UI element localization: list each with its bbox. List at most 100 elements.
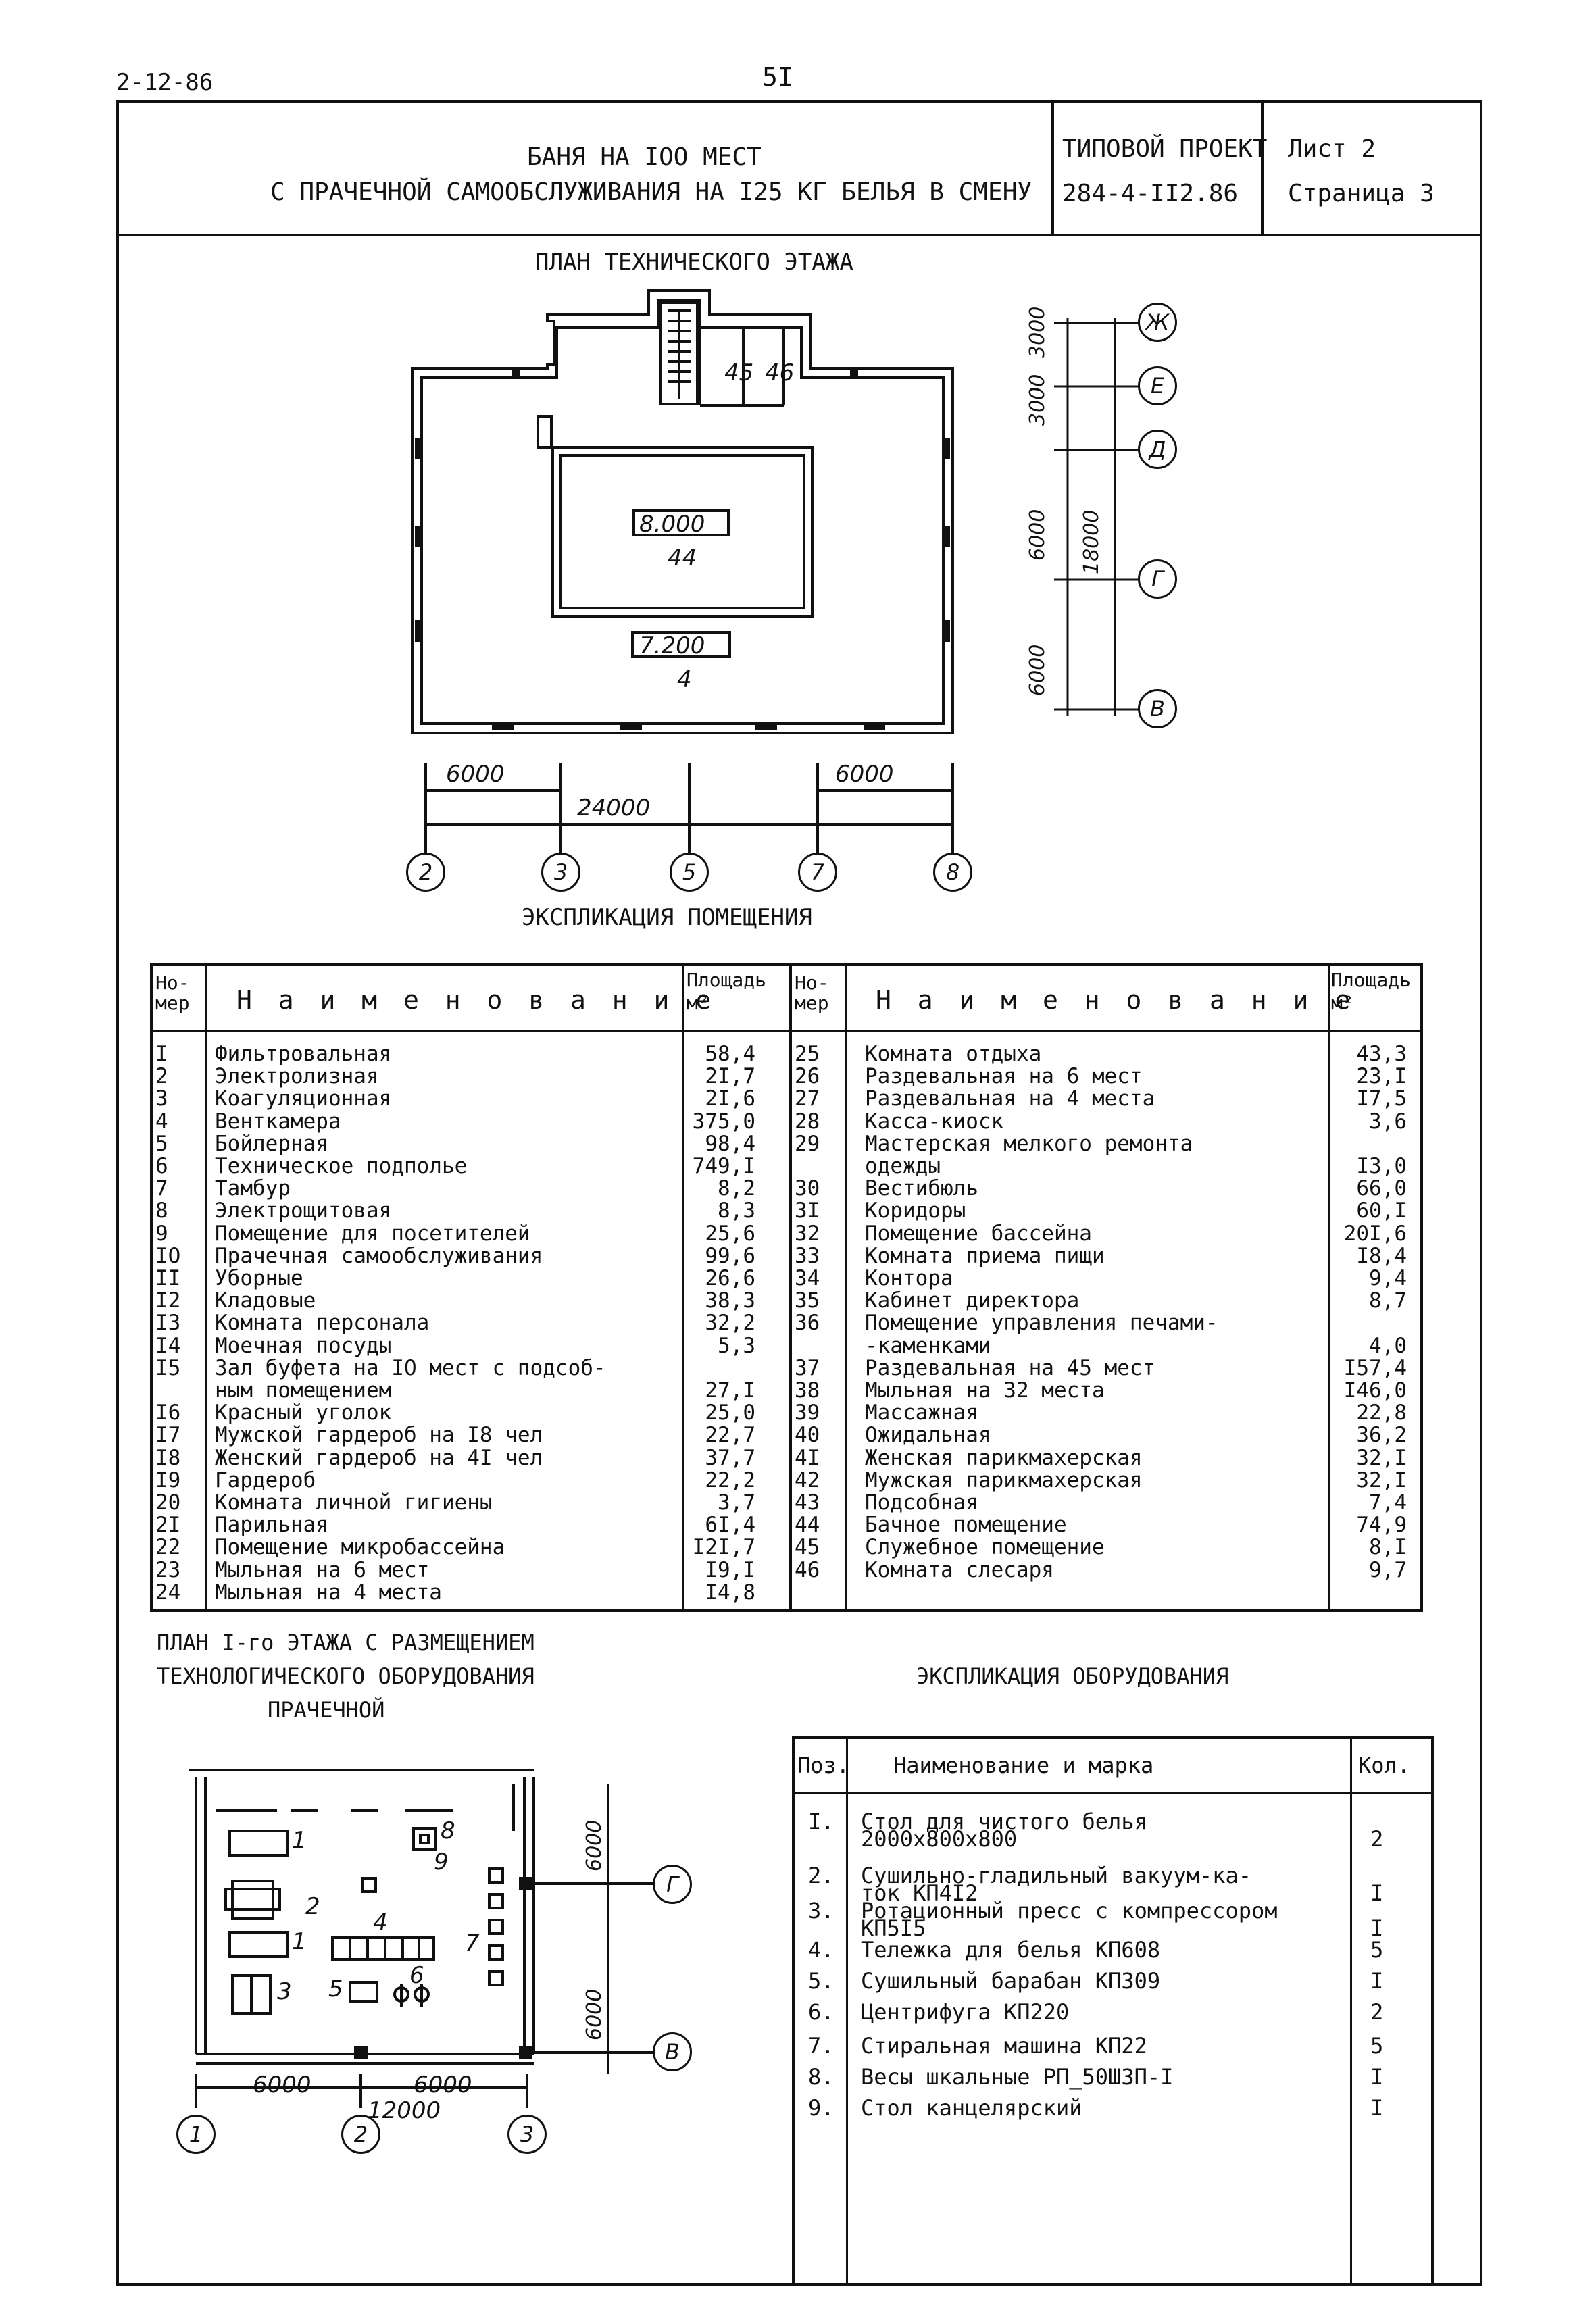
equip-mark-2: 2	[305, 1893, 320, 1920]
stamp-title-line2: С ПРАЧЕЧНОЙ САМООБСЛУЖИВАНИЯ НА I25 КГ Б…	[270, 178, 1032, 206]
room-name: Касса-киоск	[865, 1109, 1004, 1134]
room-number: 3	[155, 1086, 168, 1111]
tech-dim-v-18000: 18000	[1080, 509, 1103, 574]
room-number: 7	[155, 1176, 168, 1201]
equipment-name: Сушильно-гладильный вакуум-ка-	[861, 1863, 1251, 1888]
room-name: Прачечная самообслуживания	[215, 1243, 543, 1268]
equip-mark-7: 7	[465, 1930, 480, 1957]
rooms-header-name-left: Н а и м е н о в а н и е	[236, 985, 717, 1015]
equipment-name: Тележка для белья КП608	[861, 1937, 1161, 1963]
room-number: 46	[795, 1557, 820, 1582]
room-name: Мыльная на 6 мест	[215, 1557, 430, 1582]
room-number: 4	[155, 1109, 168, 1134]
stamp-project-number: 284-4-II2.86	[1062, 180, 1239, 207]
room-name: Подсобная	[865, 1490, 978, 1515]
room-name: Мужской гардероб на I8 чел	[215, 1423, 543, 1448]
room-name: Уборные	[215, 1266, 303, 1290]
room-name: Служебное помещение	[865, 1535, 1105, 1560]
room-area: 27,I	[705, 1378, 755, 1403]
room-name: -каменками	[865, 1333, 991, 1358]
room-number: I4	[155, 1333, 181, 1358]
room-area: 5,3	[718, 1333, 755, 1358]
equip-mark-4: 4	[373, 1909, 388, 1936]
room-name: Женский гардероб на 4I чел	[215, 1445, 543, 1470]
room-area: 32,I	[1356, 1467, 1407, 1492]
first-plan-title-line1: ПЛАН I-го ЭТАЖА С РАЗМЕЩЕНИЕМ	[157, 1630, 534, 1655]
equipment-qty: 2	[1370, 1999, 1384, 2025]
room-label-46: 46	[765, 359, 795, 386]
room-name: Раздевальная на 45 мест	[865, 1355, 1155, 1380]
equip-mark-9: 9	[434, 1848, 449, 1876]
room-area: 99,6	[705, 1243, 755, 1268]
room-number: I3	[155, 1311, 181, 1336]
room-area: 6I,4	[705, 1513, 755, 1538]
room-name: Помещение управления печами-	[865, 1311, 1218, 1336]
equipment-pos: I.	[808, 1809, 834, 1834]
room-name: Комната персонала	[215, 1311, 430, 1336]
first-plan-title-line2: ТЕХНОЛОГИЧЕСКОГО ОБОРУДОВАНИЯ	[157, 1663, 534, 1689]
equipment-qty: I	[1370, 1968, 1384, 1994]
room-number: 29	[795, 1131, 820, 1156]
room-area: 32,I	[1356, 1445, 1407, 1470]
room-name: Венткамера	[215, 1109, 341, 1134]
stamp-page: Страница 3	[1288, 180, 1435, 207]
stamp-project-label: ТИПОВОЙ ПРОЕКТ	[1062, 135, 1268, 163]
room-area: I3,0	[1356, 1154, 1407, 1178]
room-area: 23,I	[1356, 1064, 1407, 1089]
rooms-header-name-right: Н а и м е н о в а н и е	[876, 985, 1356, 1015]
room-area: 36,2	[1356, 1423, 1407, 1448]
room-number: 3I	[795, 1199, 820, 1224]
room-area: 32,2	[705, 1311, 755, 1336]
room-area: 58,4	[705, 1042, 755, 1066]
room-name: Помещение для посетителей	[215, 1221, 530, 1246]
room-number: 40	[795, 1423, 820, 1448]
room-area: 25,6	[705, 1221, 755, 1246]
equipment-name: Ротационный пресс с компрессором	[861, 1898, 1278, 1923]
room-area: 3,7	[718, 1490, 755, 1515]
room-number: 5	[155, 1131, 168, 1156]
stamp-title-line1: БАНЯ НА IOO МЕСТ	[527, 143, 762, 171]
page-number: 5I	[762, 62, 793, 92]
sheet-frame	[116, 100, 1482, 2286]
room-number: 39	[795, 1401, 820, 1426]
axis-marker-8: 8	[933, 853, 972, 892]
room-area: 7,4	[1369, 1490, 1407, 1515]
room-number: I2	[155, 1288, 181, 1313]
axis-marker-2b: 2	[341, 2115, 380, 2154]
room-name: Моечная посуды	[215, 1333, 392, 1358]
room-number: 25	[795, 1042, 820, 1066]
room-area: 2I,7	[705, 1064, 755, 1089]
room-number: I6	[155, 1401, 181, 1426]
first-dim-v-lower: 6000	[582, 1988, 606, 2040]
first-dim-right: 6000	[414, 2071, 472, 2098]
equipment-pos: 8.	[808, 2064, 834, 2090]
room-area: 20I,6	[1343, 1221, 1407, 1246]
equip-mark-1a: 1	[292, 1827, 307, 1854]
room-name: ным помещением	[215, 1378, 392, 1403]
room-name: Раздевальная на 6 мест	[865, 1064, 1143, 1089]
tech-plan-right-dimension	[1054, 318, 1149, 716]
room-label-4: 4	[677, 666, 692, 693]
equipment-pos: 3.	[808, 1898, 834, 1923]
room-area: 4,0	[1369, 1333, 1407, 1358]
room-name: Кабинет директора	[865, 1288, 1080, 1313]
room-area: I4,8	[705, 1580, 755, 1605]
equipment-name: Стиральная машина КП22	[861, 2033, 1147, 2059]
equipment-name: Центрифуга КП220	[861, 1999, 1070, 2025]
room-name: Вестибюль	[865, 1176, 978, 1201]
equip-mark-1b: 1	[292, 1928, 307, 1955]
room-area: 749,I	[692, 1154, 755, 1178]
room-name: Гардероб	[215, 1467, 316, 1492]
room-area: 9,4	[1369, 1266, 1407, 1290]
equip-mark-8: 8	[441, 1817, 455, 1844]
room-name: Массажная	[865, 1401, 978, 1426]
rooms-header-area-right: Площадь м²	[1331, 969, 1412, 1014]
corner-code: 2-12-86	[116, 69, 214, 96]
equipment-name-cont: ток КП4I2	[861, 1880, 978, 1906]
room-area: 37,7	[705, 1445, 755, 1470]
room-number: 45	[795, 1535, 820, 1560]
room-area: 22,2	[705, 1467, 755, 1492]
equipment-pos: 2.	[808, 1863, 834, 1888]
room-area: 8,2	[718, 1176, 755, 1201]
room-name: Женская парикмахерская	[865, 1445, 1143, 1470]
